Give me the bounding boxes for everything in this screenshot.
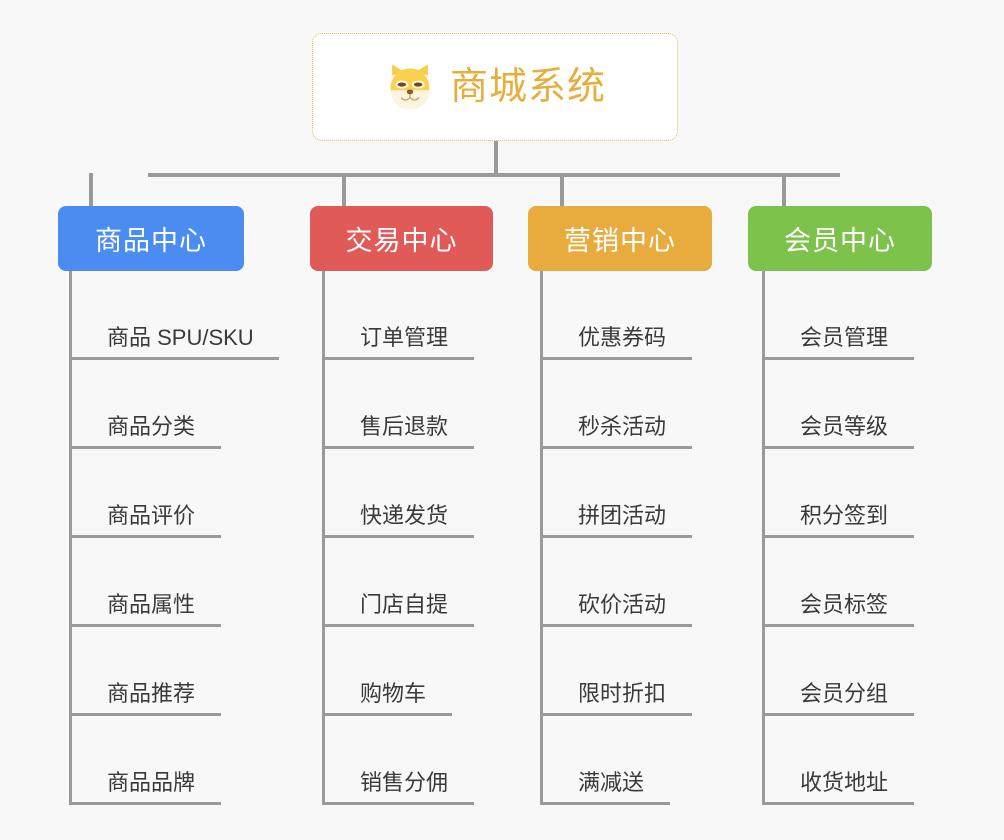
leaf-item[interactable]: 积分签到: [762, 449, 914, 538]
leaf-item[interactable]: 限时折扣: [540, 627, 692, 716]
leaf-item-underline: [69, 535, 221, 538]
category-label: 商品中心: [95, 226, 207, 256]
leaf-item-underline: [322, 713, 452, 716]
leaf-item[interactable]: 商品评价: [69, 449, 221, 538]
leaf-item[interactable]: 门店自提: [322, 538, 474, 627]
category-label: 交易中心: [345, 226, 458, 256]
leaf-item-label: 商品品牌: [107, 770, 196, 795]
leaf-item-label: 商品属性: [107, 592, 196, 617]
category-box-1[interactable]: 商品中心: [58, 206, 244, 271]
leaf-item-label: 拼团活动: [578, 503, 667, 528]
branch-spine: [322, 271, 325, 805]
leaf-item-underline: [762, 357, 914, 360]
category-box-3[interactable]: 营销中心: [528, 206, 712, 271]
leaf-item[interactable]: 订单管理: [322, 271, 474, 360]
leaf-item-underline: [322, 624, 474, 627]
leaf-item-label: 会员等级: [800, 414, 889, 439]
leaf-item[interactable]: 商品属性: [69, 538, 221, 627]
leaf-item[interactable]: 销售分佣: [322, 716, 474, 805]
leaf-item-underline: [69, 357, 279, 360]
leaf-item[interactable]: 商品分类: [69, 360, 221, 449]
leaf-item-label: 会员分组: [800, 681, 889, 706]
category-label: 会员中心: [784, 226, 896, 256]
leaf-item-label: 砍价活动: [578, 592, 667, 617]
branch-column-4: 会员管理会员等级积分签到会员标签会员分组收货地址: [762, 271, 1004, 805]
leaf-item[interactable]: 购物车: [322, 627, 452, 716]
branch-drop-connector-1: [89, 173, 93, 208]
leaf-item-underline: [540, 446, 692, 449]
leaf-item-underline: [322, 446, 474, 449]
leaf-item-underline: [69, 713, 221, 716]
leaf-item-underline: [322, 802, 474, 805]
leaf-item[interactable]: 会员标签: [762, 538, 914, 627]
leaf-item-underline: [762, 535, 914, 538]
leaf-item-underline: [69, 624, 221, 627]
leaf-item-label: 订单管理: [360, 325, 449, 350]
branch-drop-connector-3: [560, 173, 564, 208]
leaf-item[interactable]: 商品推荐: [69, 627, 221, 716]
leaf-item[interactable]: 会员等级: [762, 360, 914, 449]
leaf-item-label: 限时折扣: [578, 681, 667, 706]
root-node-card[interactable]: 商城系统: [312, 33, 678, 141]
leaf-item-label: 售后退款: [360, 414, 449, 439]
branch-column-2: 订单管理售后退款快递发货门店自提购物车销售分佣: [322, 271, 582, 805]
leaf-item-underline: [322, 357, 474, 360]
branch-column-1: 商品 SPU/SKU 商品分类商品评价商品属性商品推荐商品品牌: [69, 271, 329, 805]
root-title: 商城系统: [449, 66, 606, 108]
leaf-item-underline: [540, 624, 692, 627]
branch-drop-connector-2: [342, 173, 346, 208]
leaf-item-label: 商品评价: [107, 503, 196, 528]
leaf-item-label: 满减送: [578, 770, 645, 795]
shiba-dog-icon: [390, 64, 430, 110]
category-label: 营销中心: [564, 226, 676, 256]
leaf-item[interactable]: 拼团活动: [540, 449, 692, 538]
leaf-item-underline: [762, 713, 914, 716]
leaf-item-label: 快递发货: [360, 503, 449, 528]
category-box-4[interactable]: 会员中心: [748, 206, 932, 271]
leaf-item[interactable]: 会员管理: [762, 271, 914, 360]
branch-column-3: 优惠券码秒杀活动拼团活动砍价活动限时折扣满减送: [540, 271, 800, 805]
leaf-item-underline: [540, 802, 670, 805]
leaf-item-label: 销售分佣: [360, 770, 449, 795]
leaf-item-label: 收货地址: [800, 770, 889, 795]
leaf-item[interactable]: 售后退款: [322, 360, 474, 449]
leaf-item-underline: [540, 713, 692, 716]
leaf-item[interactable]: 会员分组: [762, 627, 914, 716]
leaf-item-label: 门店自提: [360, 592, 449, 617]
leaf-item[interactable]: 收货地址: [762, 716, 914, 805]
leaf-item-underline: [69, 446, 221, 449]
leaf-item-underline: [69, 802, 221, 805]
leaf-item-underline: [540, 535, 692, 538]
horizontal-bus-connector: [148, 173, 840, 177]
root-stem-connector: [494, 141, 498, 176]
leaf-item[interactable]: 商品品牌: [69, 716, 221, 805]
leaf-item-underline: [762, 446, 914, 449]
leaf-item-label: 会员管理: [800, 325, 889, 350]
leaf-item-label: 秒杀活动: [578, 414, 667, 439]
leaf-item[interactable]: 砍价活动: [540, 538, 692, 627]
leaf-item[interactable]: 快递发货: [322, 449, 474, 538]
branch-drop-connector-4: [782, 173, 786, 208]
branch-spine: [540, 271, 543, 805]
leaf-item-label: 商品推荐: [107, 681, 196, 706]
leaf-item-underline: [322, 535, 474, 538]
leaf-item[interactable]: 优惠券码: [540, 271, 692, 360]
leaf-item-underline: [762, 802, 914, 805]
leaf-item-label: 购物车: [360, 681, 427, 706]
leaf-item-underline: [540, 357, 692, 360]
leaf-item-label: 积分签到: [800, 503, 889, 528]
leaf-item-label: 商品分类: [107, 414, 196, 439]
category-box-2[interactable]: 交易中心: [310, 206, 493, 271]
leaf-item[interactable]: 秒杀活动: [540, 360, 692, 449]
leaf-item-underline: [762, 624, 914, 627]
leaf-item-label: 优惠券码: [578, 325, 667, 350]
branch-spine: [69, 271, 72, 805]
leaf-item[interactable]: 商品 SPU/SKU: [69, 271, 279, 360]
leaf-item-label: 会员标签: [800, 592, 889, 617]
leaf-item[interactable]: 满减送: [540, 716, 670, 805]
leaf-item-label: 商品 SPU/SKU: [107, 325, 254, 350]
branch-spine: [762, 271, 765, 805]
